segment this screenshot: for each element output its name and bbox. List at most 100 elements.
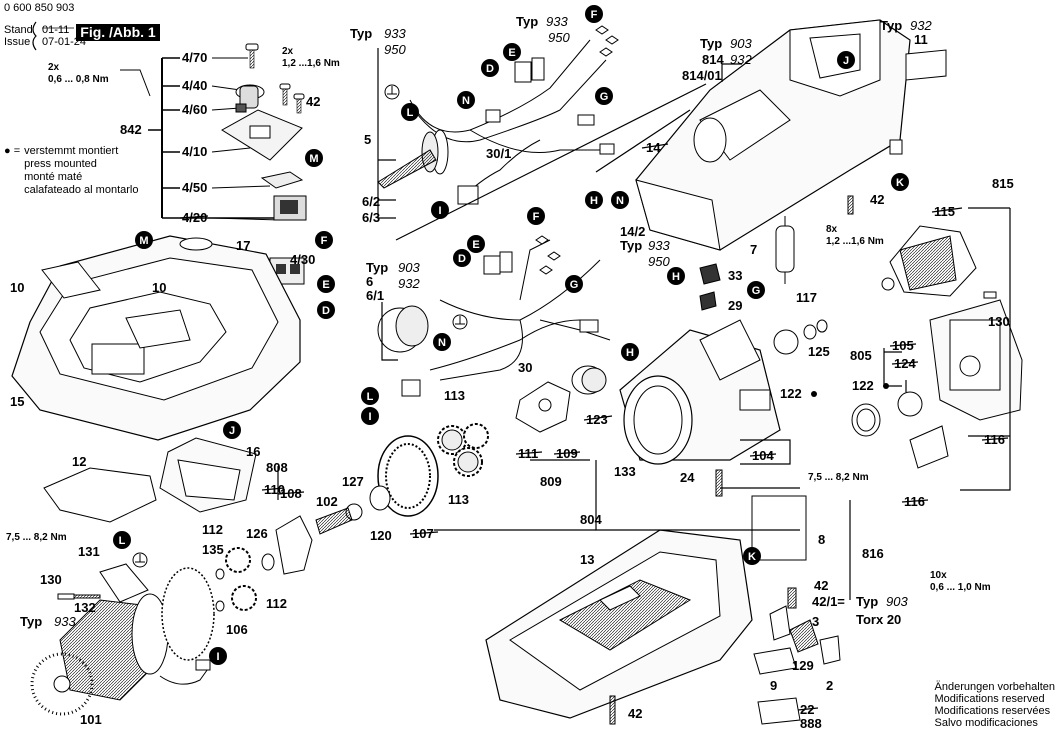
- svg-text:N: N: [462, 95, 470, 107]
- torque-left-motor: 7,5 ... 8,2 Nm: [6, 532, 67, 543]
- wiring-harness-upper: [377, 25, 619, 205]
- leader-lines: [277, 48, 1011, 600]
- svg-text:E: E: [508, 47, 515, 59]
- callout-H-top: H: [585, 191, 603, 209]
- label-130-left: 130: [40, 572, 62, 587]
- ground-icon: [452, 314, 468, 330]
- svg-text:L: L: [407, 107, 414, 119]
- letter-callouts: F E D G N L H N I J K M F E D M J F E D …: [113, 5, 909, 665]
- svg-text:D: D: [458, 253, 466, 265]
- svg-text:M: M: [309, 153, 318, 165]
- label-42-bottom: 42: [628, 706, 642, 721]
- label-117: 117: [796, 290, 817, 305]
- label-4-50: 4/50: [182, 180, 207, 195]
- callout-D-mid: D: [453, 249, 471, 267]
- svg-text:H: H: [672, 271, 680, 283]
- label-113-bottom: 113: [448, 492, 469, 507]
- svg-text:F: F: [591, 9, 598, 21]
- issue-label: Issue: [4, 36, 31, 48]
- svg-text:L: L: [119, 535, 126, 547]
- typ-932-4: 932: [910, 18, 932, 33]
- label-4-70: 4/70: [182, 50, 207, 65]
- svg-text:I: I: [438, 205, 441, 217]
- label-12: 12: [72, 454, 86, 469]
- callout-I-mid: I: [361, 407, 379, 425]
- typ-932-3: 932: [730, 52, 752, 67]
- label-9: 9: [770, 678, 777, 693]
- label-3: 3: [812, 614, 819, 629]
- svg-text:F: F: [533, 211, 540, 223]
- label-125: 125: [808, 344, 830, 359]
- issue-value: 07-01-24: [42, 36, 87, 48]
- callout-F-top: F: [585, 5, 603, 23]
- label-10-left: 10: [10, 280, 24, 295]
- svg-text:N: N: [438, 337, 446, 349]
- header-brace: [32, 21, 37, 51]
- typ-label-8: Typ: [856, 594, 878, 609]
- label-42-base: 42: [814, 578, 828, 593]
- callout-D-switch: D: [317, 301, 335, 319]
- label-842: 842: [120, 122, 142, 137]
- svg-text:D: D: [486, 63, 494, 75]
- svg-text:M: M: [139, 235, 148, 247]
- torque-hs-value: 1,2 ...1,6 Nm: [826, 236, 884, 247]
- typ-label-1: Typ: [350, 26, 372, 41]
- stand-label: Stand: [4, 24, 33, 36]
- label-809: 809: [540, 474, 562, 489]
- label-6: 6: [366, 274, 373, 289]
- label-6-1: 6/1: [366, 288, 384, 303]
- svg-text:G: G: [752, 285, 761, 297]
- typ-950-2: 950: [548, 30, 570, 45]
- torque-hs-count: 8x: [826, 224, 838, 235]
- callout-E-switch: E: [317, 275, 335, 293]
- callout-J-motor: L: [113, 531, 131, 549]
- type-labels: Typ 933 950 Typ 933 950 Typ 903 932 Typ …: [20, 14, 932, 629]
- svg-text:E: E: [322, 279, 329, 291]
- callout-N-housing: N: [611, 191, 629, 209]
- label-4-40: 4/40: [182, 78, 207, 93]
- callout-K-top: J: [837, 51, 855, 69]
- svg-text:K: K: [896, 177, 904, 189]
- typ-933-7: 933: [54, 614, 76, 629]
- legend: ● = verstemmt montiert press mounted mon…: [4, 145, 138, 197]
- callout-K-cover: J: [223, 421, 241, 439]
- label-133: 133: [614, 464, 636, 479]
- typ-903-5: 903: [398, 260, 420, 275]
- svg-text:J: J: [843, 55, 849, 67]
- label-42-switch: 42: [306, 94, 320, 109]
- typ-label-7: Typ: [20, 614, 42, 629]
- typ-903-8: 903: [886, 594, 908, 609]
- part-number-labels: 4/70 4/40 4/60 842 4/10 4/50 4/20 4/30 4…: [10, 32, 1014, 731]
- motor-housing-top: [635, 19, 911, 251]
- press-mounted-dots: [811, 383, 889, 397]
- callout-G-top: G: [595, 87, 613, 105]
- callout-M-switch: M: [305, 149, 323, 167]
- label-106: 106: [226, 622, 248, 637]
- callout-E-mid: E: [467, 235, 485, 253]
- torque-tl-value: 0,6 ... 0,8 Nm: [48, 74, 109, 85]
- label-101: 101: [80, 712, 102, 727]
- svg-text:F: F: [321, 235, 328, 247]
- callout-H-mid: H: [621, 343, 639, 361]
- typ-932-5: 932: [398, 276, 420, 291]
- svg-text:G: G: [600, 91, 609, 103]
- switch-assembly: [120, 43, 307, 285]
- typ-933-6: 933: [648, 238, 670, 253]
- typ-label-5: Typ: [366, 260, 388, 275]
- legend-line-4: calafateado al montarlo: [24, 184, 139, 196]
- label-815: 815: [992, 176, 1014, 191]
- torque-tl-count: 2x: [48, 62, 60, 73]
- drive-parts-left: [43, 435, 439, 612]
- typ-label-6: Typ: [620, 238, 642, 253]
- label-120: 120: [370, 528, 392, 543]
- svg-text:K: K: [748, 551, 756, 563]
- svg-text:J: J: [229, 425, 235, 437]
- callout-E-top: E: [503, 43, 521, 61]
- label-808: 808: [266, 460, 288, 475]
- callout-N-top: N: [457, 91, 475, 109]
- callout-I-motor: I: [209, 647, 227, 665]
- label-24: 24: [680, 470, 695, 485]
- callout-G-center: G: [747, 281, 765, 299]
- torque-center-right: 7,5 ... 8,2 Nm: [808, 472, 869, 483]
- base-housing: [485, 195, 854, 725]
